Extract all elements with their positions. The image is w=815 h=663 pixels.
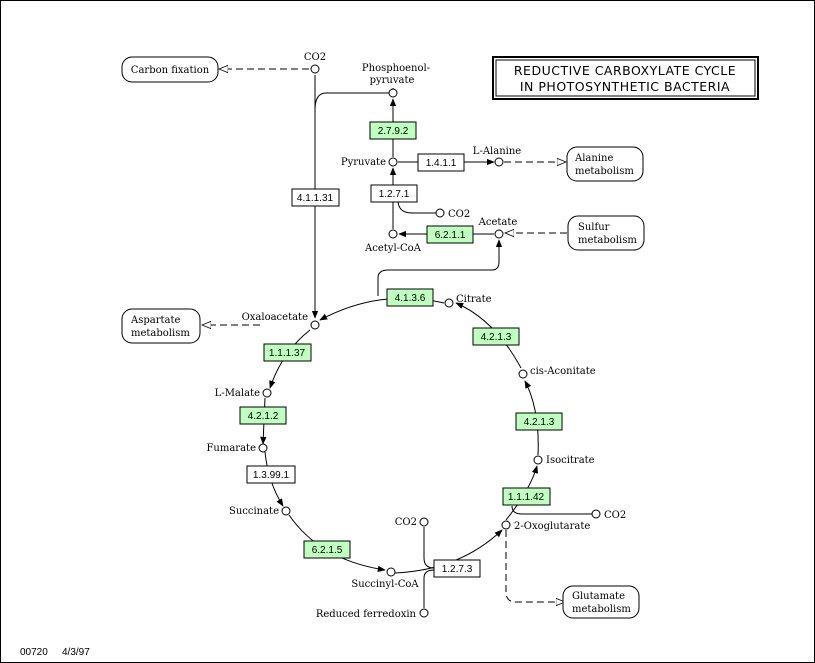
- compound-l-alanine[interactable]: L-Alanine: [473, 146, 521, 167]
- enzyme-label: 1.2.7.3: [442, 564, 473, 575]
- compound-label: 2-Oxoglutarate: [514, 521, 590, 532]
- edge-oxoglutarate-glutamate: [505, 530, 565, 602]
- map-id: 00720: [20, 647, 48, 658]
- compound-label-2: pyruvate: [370, 75, 415, 86]
- compound-oxaloacetate[interactable]: Oxaloacetate: [242, 312, 320, 330]
- compound-label: Pyruvate: [341, 157, 386, 168]
- enzyme-label: 1.4.1.1: [426, 158, 457, 169]
- compound-label-1: Phosphoenol-: [362, 63, 430, 74]
- enzyme-label: 4.2.1.3: [524, 417, 555, 428]
- map-alanine-metabolism[interactable]: Alanine metabolism: [566, 146, 644, 182]
- compound-co2-right-top[interactable]: CO2: [435, 208, 470, 220]
- enzyme-4-2-1-2[interactable]: 4.2.1.2: [239, 406, 287, 425]
- enzyme-4-1-3-6[interactable]: 4.1.3.6: [386, 288, 434, 307]
- enzyme-6-2-1-5[interactable]: 6.2.1.5: [303, 540, 351, 559]
- compound-label: Succinyl-CoA: [351, 579, 419, 590]
- compound-succinate[interactable]: Succinate: [229, 506, 291, 517]
- compound-co2-bottom[interactable]: CO2: [395, 517, 429, 528]
- compound-l-malate[interactable]: L-Malate: [215, 388, 272, 399]
- enzyme-label: 1.2.7.1: [379, 189, 410, 200]
- compound-cis-aconitate[interactable]: cis-Aconitate: [518, 366, 596, 379]
- map-glutamate-label-2: metabolism: [572, 604, 631, 615]
- enzyme-6-2-1-1[interactable]: 6.2.1.1: [426, 225, 474, 244]
- edge-citrate-acetate: [377, 239, 503, 296]
- compound-label: CO2: [604, 510, 626, 521]
- enzyme-1-2-7-1[interactable]: 1.2.7.1: [370, 184, 418, 203]
- enzyme-label: 4.1.3.6: [395, 293, 426, 304]
- compound-label: Isocitrate: [546, 455, 595, 466]
- enzyme-label: 4.1.1.31: [297, 193, 334, 204]
- compound-label: Reduced ferredoxin: [316, 609, 417, 620]
- edge-1271-co2: [397, 199, 436, 214]
- compound-acetyl-coa[interactable]: Acetyl-CoA: [364, 229, 422, 254]
- compound-label: Oxaloacetate: [242, 312, 308, 323]
- enzyme-1-4-1-1[interactable]: 1.4.1.1: [417, 153, 465, 172]
- compound-citrate[interactable]: Citrate: [444, 294, 492, 308]
- compound-succinyl-coa[interactable]: Succinyl-CoA: [351, 567, 419, 590]
- compound-label: Acetyl-CoA: [364, 243, 422, 254]
- title-line-2: IN PHOTOSYNTHETIC BACTERIA: [520, 79, 730, 94]
- enzyme-1-3-99-1[interactable]: 1.3.99.1: [246, 465, 296, 484]
- compound-2-oxoglutarate[interactable]: 2-Oxoglutarate: [501, 520, 590, 532]
- enzyme-4-2-1-3-a[interactable]: 4.2.1.3: [472, 327, 520, 346]
- enzyme-label: 1.1.1.37: [269, 348, 306, 359]
- map-glutamate-label-1: Glutamate: [572, 591, 625, 602]
- map-carbon-fixation[interactable]: Carbon fixation: [121, 56, 219, 83]
- edge-11142-co2: [511, 505, 592, 515]
- edge-ferredoxin-1273: [423, 569, 435, 608]
- compound-co2-top[interactable]: CO2: [304, 52, 326, 74]
- edge-pep-oxaloacetate: [314, 88, 394, 111]
- compound-label: Acetate: [478, 217, 518, 228]
- map-aspartate-label-1: Aspartate: [130, 315, 180, 326]
- enzyme-label: 2.7.9.2: [378, 126, 409, 137]
- compound-label: Citrate: [456, 294, 492, 305]
- compound-label: Succinate: [229, 506, 279, 517]
- compound-reduced-ferredoxin[interactable]: Reduced ferredoxin: [316, 608, 429, 620]
- compound-label: CO2: [304, 52, 326, 63]
- enzyme-label: 4.2.1.2: [248, 411, 279, 422]
- compound-pyruvate[interactable]: Pyruvate: [341, 157, 398, 168]
- compound-acetate[interactable]: Acetate: [478, 217, 518, 239]
- map-date: 4/3/97: [62, 647, 90, 658]
- enzyme-1-1-1-37[interactable]: 1.1.1.37: [263, 343, 312, 362]
- compound-label: L-Alanine: [473, 146, 521, 157]
- compound-co2-right[interactable]: CO2: [591, 509, 626, 521]
- map-aspartate-label-2: metabolism: [131, 328, 190, 339]
- map-glutamate-metabolism[interactable]: Glutamate metabolism: [562, 585, 640, 619]
- map-alanine-label-2: metabolism: [575, 166, 634, 177]
- enzyme-1-2-7-3[interactable]: 1.2.7.3: [433, 559, 481, 578]
- enzyme-1-1-1-42[interactable]: 1.1.1.42: [502, 487, 551, 506]
- map-sulfur-metabolism[interactable]: Sulfur metabolism: [567, 215, 645, 251]
- compound-label: Fumarate: [206, 443, 256, 454]
- map-carbon-fixation-label: Carbon fixation: [131, 65, 210, 76]
- enzyme-label: 6.2.1.1: [435, 230, 466, 241]
- compound-fumarate[interactable]: Fumarate: [206, 443, 268, 454]
- enzyme-4-2-1-3-b[interactable]: 4.2.1.3: [515, 412, 563, 431]
- enzyme-label: 1.3.99.1: [253, 470, 290, 481]
- enzyme-label: 1.1.1.42: [508, 492, 545, 503]
- compound-isocitrate[interactable]: Isocitrate: [533, 455, 595, 466]
- compound-label: cis-Aconitate: [530, 366, 596, 377]
- map-sulfur-label-2: metabolism: [578, 235, 637, 246]
- map-sulfur-label-1: Sulfur: [578, 222, 610, 233]
- map-aspartate-metabolism[interactable]: Aspartate metabolism: [121, 308, 201, 344]
- enzyme-label: 4.2.1.3: [481, 332, 512, 343]
- enzyme-label: 6.2.1.5: [312, 545, 343, 556]
- enzyme-2-7-9-2[interactable]: 2.7.9.2: [369, 121, 417, 140]
- compound-label: CO2: [448, 209, 470, 220]
- compound-phosphoenolpyruvate[interactable]: Phosphoenol- pyruvate: [362, 63, 430, 98]
- map-alanine-label-1: Alanine: [574, 153, 613, 164]
- compound-label: L-Malate: [215, 388, 260, 399]
- edge-co2-1273: [423, 527, 435, 569]
- enzyme-4-1-1-31[interactable]: 4.1.1.31: [291, 188, 340, 207]
- map-title: REDUCTIVE CARBOXYLATE CYCLE IN PHOTOSYNT…: [492, 56, 759, 100]
- title-line-1: REDUCTIVE CARBOXYLATE CYCLE: [514, 63, 736, 78]
- compound-label: CO2: [395, 517, 417, 528]
